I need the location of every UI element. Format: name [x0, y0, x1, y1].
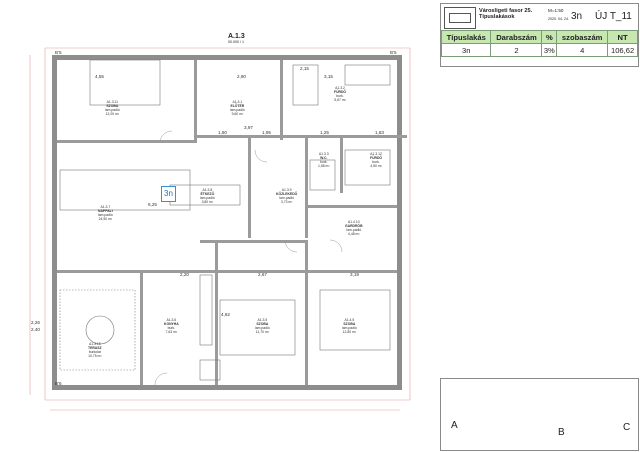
col-value: 3%	[541, 43, 558, 57]
door-swings	[154, 130, 343, 386]
col-value: 106,62	[607, 43, 638, 57]
dim-label: 1,25	[320, 130, 329, 135]
col-header: %	[541, 30, 558, 44]
dim-label: 2,20	[180, 272, 189, 277]
building-label: C	[623, 422, 631, 433]
dim-label: 2,40	[31, 327, 40, 332]
dim-label: B'5	[390, 50, 397, 55]
exterior-walls	[52, 55, 402, 390]
scale-label: M=1:50	[548, 8, 564, 13]
building-label: B	[558, 427, 565, 438]
col-value: 3n	[440, 43, 492, 57]
dim-label: 3,15	[324, 74, 333, 79]
dimension-lines	[29, 47, 411, 411]
dim-label: 1,95	[262, 130, 271, 135]
type-code: ÚJ T_11	[595, 11, 632, 22]
dim-label: B'6	[55, 381, 62, 386]
subtitle-line: Típuslakások	[479, 14, 515, 21]
location-minimap: A B C	[440, 378, 639, 451]
dim-label: 3,19	[350, 272, 359, 277]
col-header: NT	[607, 30, 638, 44]
unit-tag: 3n	[161, 186, 176, 202]
date-label: 2020. 04. 24.	[548, 17, 569, 21]
unit-info-table: Típuslakás Darabszám % szobaszám NT 3n 2…	[440, 30, 638, 57]
dim-label: 4,55	[95, 74, 104, 79]
section-label: A.1.3	[228, 33, 245, 40]
building-label: A	[451, 420, 458, 431]
dim-label: 4,62	[221, 312, 230, 317]
dim-label: 2,90	[237, 74, 246, 79]
dim-label: 2,67	[258, 272, 267, 277]
dim-label: 1,60	[218, 130, 227, 135]
dim-label: B'5	[55, 50, 62, 55]
col-value: 4	[556, 43, 609, 57]
col-header: Típuslakás	[440, 30, 492, 44]
dim-label: 2,26	[31, 320, 40, 325]
dim-label: 1,83	[375, 130, 384, 135]
dim-label: 6,25	[148, 202, 157, 207]
col-header: Darabszám	[490, 30, 543, 44]
section-sub: 00.000 / 1	[228, 40, 244, 44]
dim-label: 3,97	[244, 125, 253, 130]
project-address: Városligeti fasor 25. Típuslakások	[479, 8, 532, 21]
furniture	[59, 59, 391, 381]
unit-code: 3n	[571, 11, 583, 22]
interior-walls	[57, 60, 407, 385]
dim-label: 2,15	[300, 66, 309, 71]
logo-icon	[444, 7, 476, 29]
title-block: Városligeti fasor 25. Típuslakások M=1:5…	[440, 3, 639, 67]
col-header: szobaszám	[556, 30, 609, 44]
address-line: Városligeti fasor 25.	[479, 8, 533, 14]
col-value: 2	[490, 43, 543, 57]
